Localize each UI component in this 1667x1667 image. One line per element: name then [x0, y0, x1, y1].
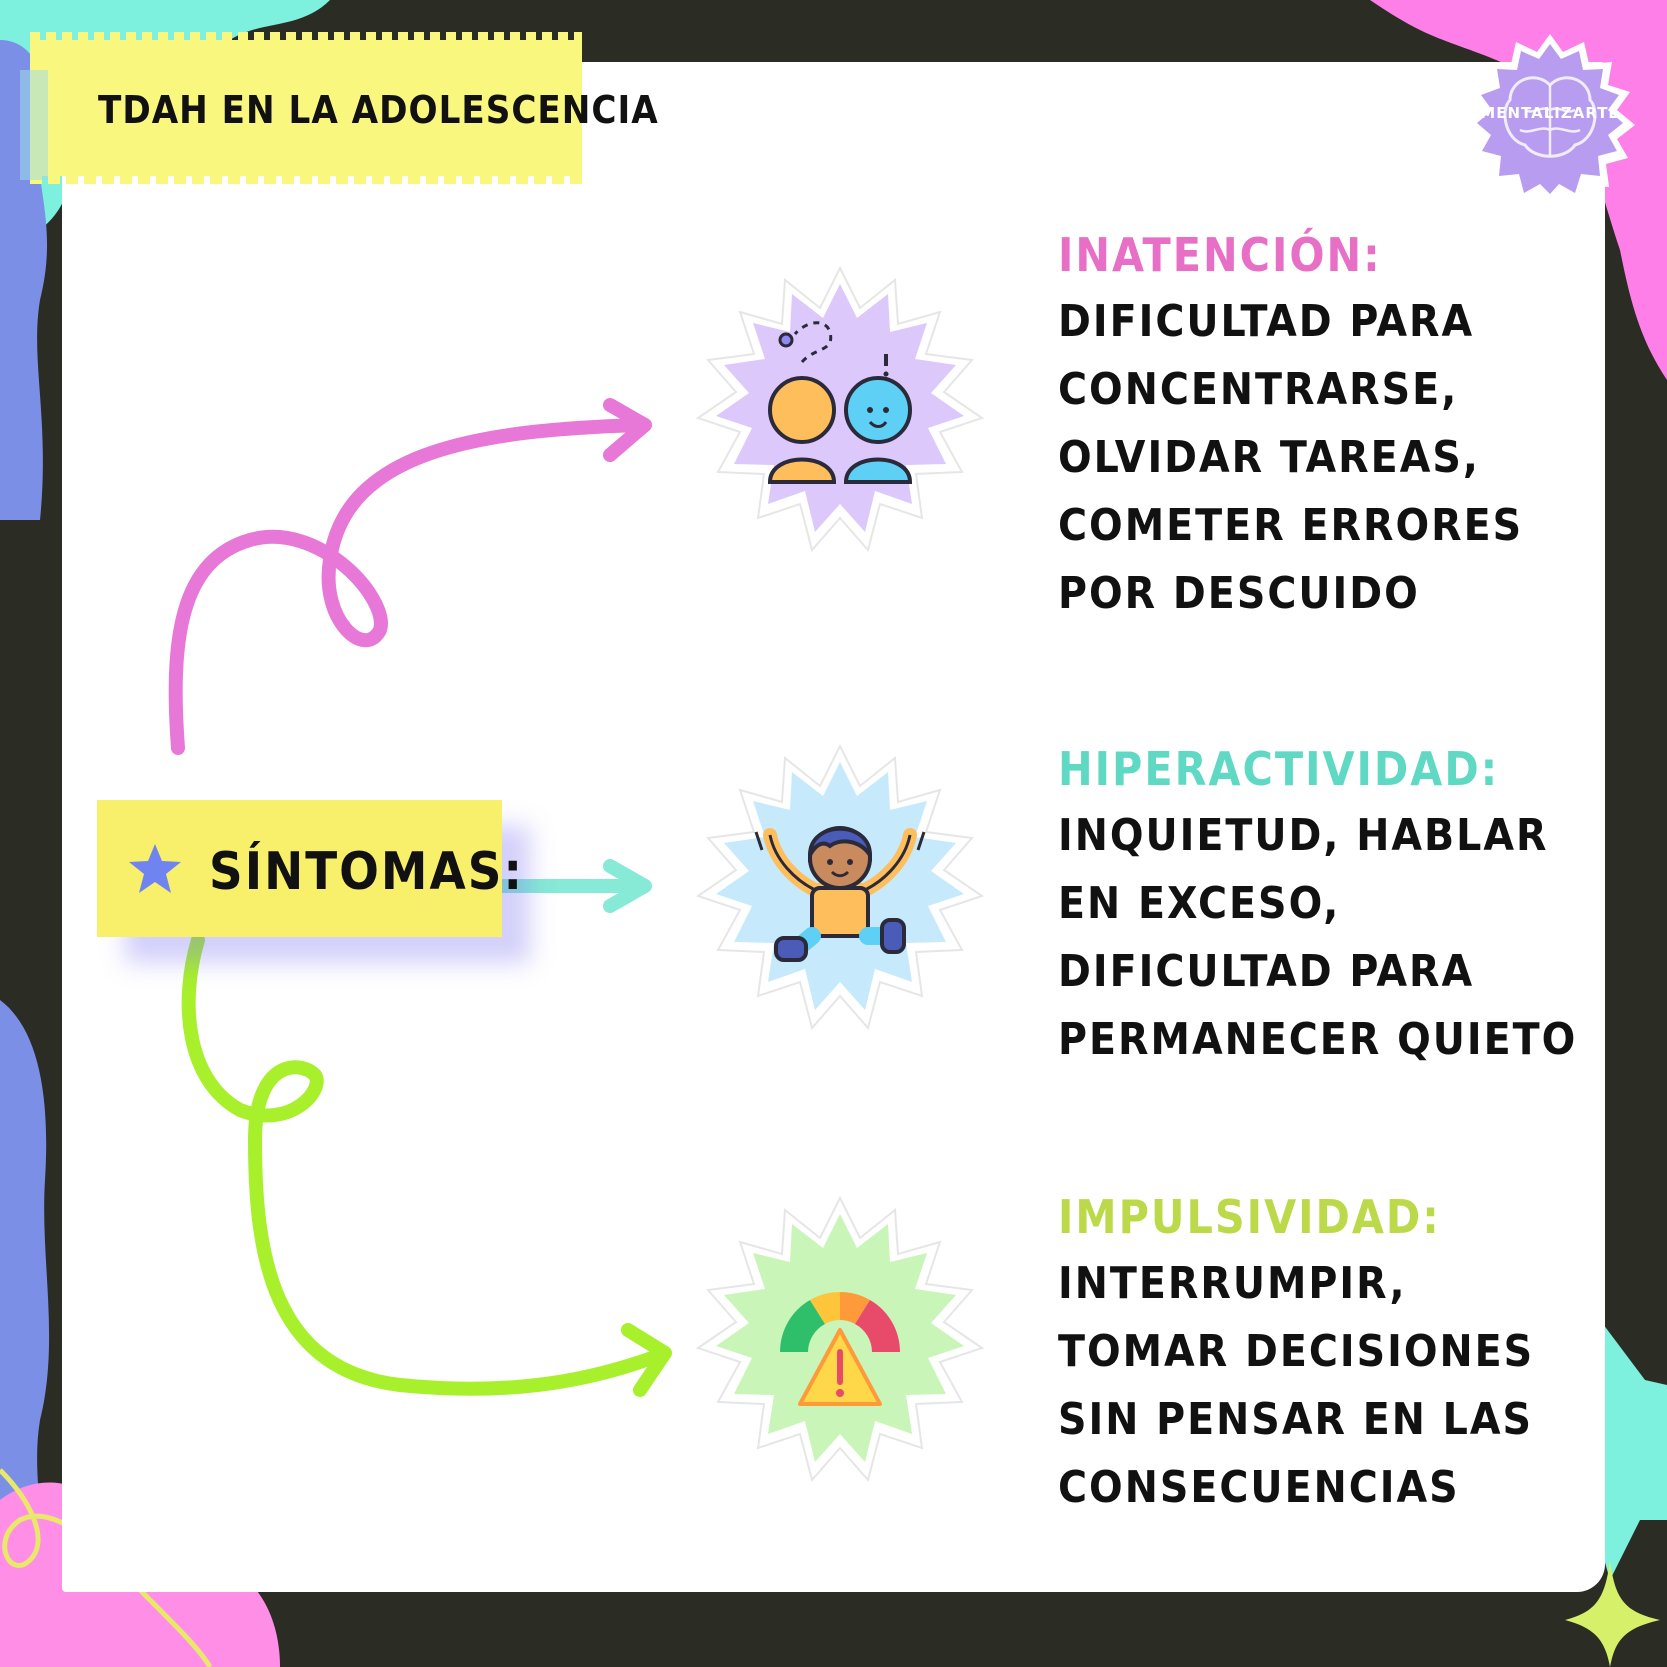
star-icon	[129, 844, 181, 893]
page-title: TDAH EN LA ADOLESCENCIA	[98, 88, 659, 132]
body-line: OLVIDAR TAREAS,	[1058, 432, 1480, 483]
body-line: INQUIETUD, HABLAR	[1058, 810, 1549, 861]
body-line: CONSECUENCIAS	[1058, 1462, 1460, 1513]
distracted-people-icon	[767, 321, 913, 484]
body-line: DIFICULTAD PARA	[1058, 946, 1475, 997]
section-heading-inatencion: INATENCIÓN:	[1058, 228, 1382, 282]
arrow-head-inatencion	[603, 398, 652, 462]
body-line: SIN PENSAR EN LAS	[1058, 1394, 1534, 1445]
sparkle-icon	[1565, 1560, 1660, 1667]
body-line: POR DESCUIDO	[1058, 568, 1420, 619]
symptoms-label-tape: SÍNTOMAS:	[97, 800, 522, 937]
section-body-inatencion: DIFICULTAD PARA CONCENTRARSE, OLVIDAR TA…	[1058, 288, 1523, 628]
body-line: TOMAR DECISIONES	[1058, 1326, 1535, 1377]
symptoms-label: SÍNTOMAS:	[209, 842, 525, 902]
section-body-hiperactividad: INQUIETUD, HABLAR EN EXCESO, DIFICULTAD …	[1058, 802, 1577, 1074]
arrow-head-hiperactividad	[603, 859, 652, 913]
tape-torn-edge-top	[30, 32, 582, 42]
badge-hiperactividad	[690, 740, 990, 1040]
section-heading-impulsividad: IMPULSIVIDAD:	[1058, 1190, 1441, 1244]
seal-icon	[1464, 34, 1635, 208]
section-hiperactividad: HIPERACTIVIDAD: INQUIETUD, HABLAR EN EXC…	[1058, 742, 1577, 1074]
warning-gauge-icon	[780, 1292, 900, 1406]
section-impulsividad: IMPULSIVIDAD: INTERRUMPIR, TOMAR DECISIO…	[1058, 1190, 1534, 1522]
body-line: INTERRUMPIR,	[1058, 1258, 1407, 1309]
title-tape: TDAH EN LA ADOLESCENCIA	[20, 32, 658, 184]
section-body-impulsividad: INTERRUMPIR, TOMAR DECISIONES SIN PENSAR…	[1058, 1250, 1534, 1522]
arrow-impulsividad	[181, 933, 667, 1396]
body-line: COMETER ERRORES	[1058, 500, 1524, 551]
tape-torn-edge-bottom	[30, 174, 582, 184]
section-heading-hiperactividad: HIPERACTIVIDAD:	[1058, 742, 1500, 796]
body-line: DIFICULTAD PARA	[1058, 296, 1475, 347]
logo-text: MENTALIZARTE	[1480, 104, 1620, 122]
jumping-child-icon	[754, 826, 926, 962]
mentalizarte-logo: MENTALIZARTE	[1460, 30, 1640, 210]
arrow-head-impulsividad	[621, 1323, 672, 1397]
body-line: CONCENTRARSE,	[1058, 364, 1459, 415]
yellow-swirl	[0, 1468, 213, 1667]
tape-corner-strip	[20, 70, 48, 180]
section-inatencion: INATENCIÓN: DIFICULTAD PARA CONCENTRARSE…	[1058, 228, 1523, 628]
badge-inatencion	[690, 262, 990, 562]
body-line: EN EXCESO,	[1058, 878, 1341, 929]
arrow-inatencion	[168, 418, 647, 755]
body-line: PERMANECER QUIETO	[1058, 1014, 1578, 1065]
badge-impulsividad	[690, 1192, 990, 1492]
